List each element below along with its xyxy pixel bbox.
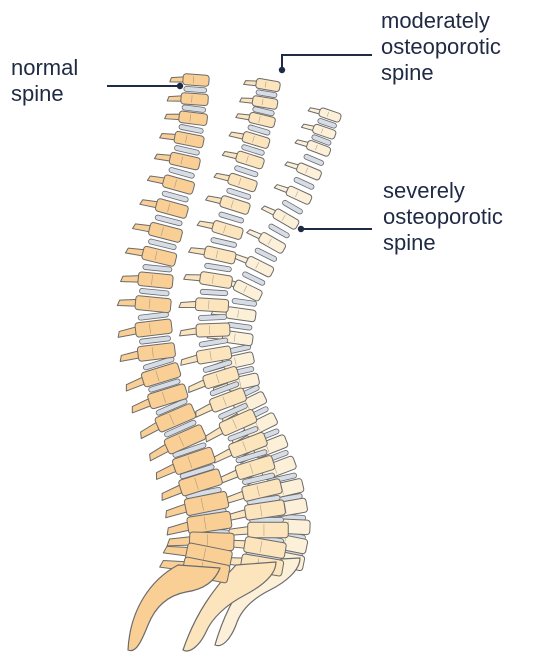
vertebra [120, 270, 173, 289]
leader-dot-moderate [279, 67, 285, 73]
label-severe-line-2: osteoporotic [383, 204, 503, 230]
vertebra [179, 323, 230, 338]
vertebra [244, 76, 281, 92]
label-severely-osteoporotic-spine: severely osteoporotic spine [383, 178, 503, 256]
label-moderate-line-3: spine [381, 60, 501, 86]
leader-dot-normal [177, 83, 183, 89]
label-moderately-osteoporotic-spine: moderately osteoporotic spine [381, 8, 501, 86]
label-normal-line-1: normal [11, 55, 78, 81]
intervertebral-disc [204, 263, 231, 272]
vertebra [179, 297, 229, 313]
vertebra [167, 91, 209, 105]
intervertebral-disc [198, 314, 226, 320]
leader-dot-severe [298, 226, 304, 232]
label-normal-line-2: spine [11, 81, 78, 107]
vertebra [227, 522, 288, 537]
vertebra [117, 294, 171, 313]
label-severe-line-1: severely [383, 178, 503, 204]
intervertebral-disc [139, 288, 169, 296]
label-moderate-line-2: osteoporotic [381, 34, 501, 60]
intervertebral-disc [200, 289, 228, 296]
label-moderate-line-1: moderately [381, 8, 501, 34]
vertebra [183, 269, 232, 289]
vertebra [170, 73, 210, 87]
intervertebral-disc [303, 154, 324, 167]
intervertebral-disc [199, 338, 228, 348]
label-normal-spine: normal spine [11, 55, 78, 107]
intervertebral-disc [184, 86, 207, 93]
label-severe-line-3: spine [383, 230, 503, 256]
intervertebral-disc [210, 237, 237, 248]
leader-line-moderate [282, 55, 372, 68]
